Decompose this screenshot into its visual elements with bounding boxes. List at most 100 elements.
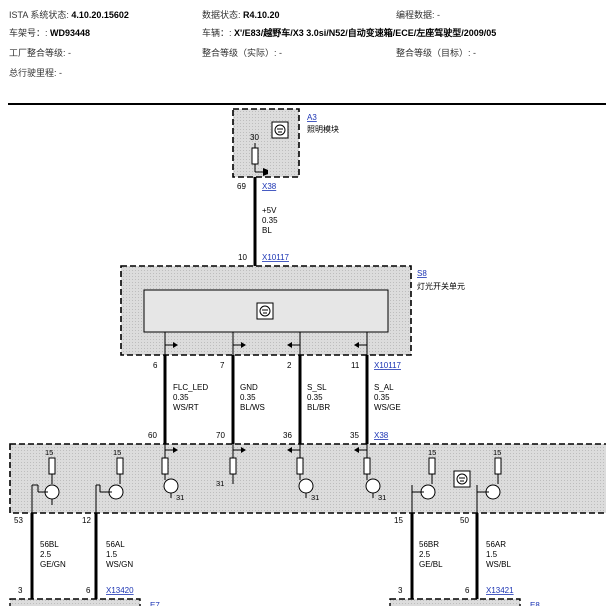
s8-ref-link[interactable]: S8 bbox=[417, 269, 427, 278]
wire-plus5v-color: BL bbox=[262, 226, 272, 235]
x38-pin-70: 70 bbox=[216, 431, 225, 440]
wire-56ar-name: 56AR bbox=[486, 540, 506, 549]
x38-bottom-link[interactable]: X38 bbox=[374, 431, 389, 440]
e8-ref-link[interactable]: E8 bbox=[530, 601, 540, 606]
input-stage-s-al: 31 bbox=[354, 444, 386, 502]
x10117-pin-6: 6 bbox=[153, 361, 158, 370]
factory-integration-level: 工厂整合等级: - bbox=[9, 46, 71, 59]
vehicle-value: X'/E83/越野车/X3 3.0si/N52/自动变速箱/ECE/左座驾驶型/… bbox=[234, 28, 497, 38]
a3-lighting-module-top: A3 照明模块 30 bbox=[232, 108, 339, 178]
x38-pin-69: 69 bbox=[237, 182, 246, 191]
transistor-56bl: 15 bbox=[31, 448, 60, 513]
a3-ref-link[interactable]: A3 bbox=[307, 113, 317, 122]
a3-resistor bbox=[251, 147, 259, 165]
a3-lighting-module-bottom: 15 15 31 bbox=[9, 443, 606, 514]
x10117-bottom-link[interactable]: X10117 bbox=[374, 361, 402, 370]
wire-56al-name: 56AL bbox=[106, 540, 125, 549]
x10117-pin-2: 2 bbox=[287, 361, 292, 370]
e7-component-box bbox=[9, 598, 141, 606]
wire-plus5v-label: +5V bbox=[262, 206, 277, 215]
programming-data: 编程数据: - bbox=[396, 8, 440, 21]
factory-integration-label: 工厂整合等级: - bbox=[9, 48, 71, 58]
wire-56al-size: 1.5 bbox=[106, 550, 118, 559]
vin: 车架号：: WD93448 bbox=[9, 26, 90, 39]
wire-gnd-size: 0.35 bbox=[240, 393, 256, 402]
wire-flc-led-name: FLC_LED bbox=[173, 383, 208, 392]
x38-top-link[interactable]: X38 bbox=[262, 182, 277, 191]
pin15-right2: 15 bbox=[493, 448, 501, 457]
out-pin-53: 53 bbox=[14, 516, 23, 525]
a3-box bbox=[232, 108, 300, 178]
integration-actual: 整合等级（实际）: - bbox=[202, 46, 282, 59]
x13421-link[interactable]: X13421 bbox=[486, 586, 514, 595]
transistor-56ar: 15 bbox=[476, 448, 502, 513]
x10117-top-link[interactable]: X10117 bbox=[262, 253, 290, 262]
wire-56br-size: 2.5 bbox=[419, 550, 431, 559]
e7-ref-link[interactable]: E7 bbox=[150, 601, 160, 606]
x10117-pin-7: 7 bbox=[220, 361, 225, 370]
s8-name: 灯光开关单元 bbox=[417, 281, 465, 291]
wire-s-sl-name: S_SL bbox=[307, 383, 327, 392]
wire-s-al-name: S_AL bbox=[374, 383, 394, 392]
pin15-left1: 15 bbox=[45, 448, 53, 457]
s8-module-icon bbox=[256, 302, 274, 320]
wire-56bl-color: GE/GN bbox=[40, 560, 66, 569]
x38-pin-35: 35 bbox=[350, 431, 359, 440]
a3-lower-module-icon bbox=[453, 470, 471, 488]
wire-s-sl-color: BL/BR bbox=[307, 403, 330, 412]
x10117-pin-11: 11 bbox=[351, 361, 360, 370]
out-pin-15: 15 bbox=[394, 516, 403, 525]
data-status-value: R4.10.20 bbox=[243, 10, 280, 20]
total-mileage: 总行驶里程: - bbox=[9, 66, 62, 79]
wire-s-al-size: 0.35 bbox=[374, 393, 390, 402]
a3-name: 照明模块 bbox=[307, 124, 339, 134]
wire-56al-color: WS/GN bbox=[106, 560, 133, 569]
vehicle: 车辆：: X'/E83/越野车/X3 3.0si/N52/自动变速箱/ECE/左… bbox=[202, 26, 496, 39]
out-pin-12: 12 bbox=[82, 516, 91, 525]
wire-gnd-color: BL/WS bbox=[240, 403, 265, 412]
ista-status-value: 4.10.20.15602 bbox=[71, 10, 129, 20]
wire-56bl-size: 2.5 bbox=[40, 550, 52, 559]
out-pin-50: 50 bbox=[460, 516, 469, 525]
x13420-pin-3: 3 bbox=[18, 586, 23, 595]
pin15-right1: 15 bbox=[428, 448, 436, 457]
vin-value: WD93448 bbox=[50, 28, 91, 38]
input-stage-s-sl: 31 bbox=[287, 444, 319, 502]
wire-s-sl-size: 0.35 bbox=[307, 393, 323, 402]
x38-pin-60: 60 bbox=[148, 431, 157, 440]
wire-flc-led-size: 0.35 bbox=[173, 393, 189, 402]
integration-target: 整合等级（目标）: - bbox=[396, 46, 476, 59]
transistor-56br: 15 bbox=[411, 448, 436, 513]
x13420-pin-6: 6 bbox=[86, 586, 91, 595]
s8-light-switch-unit: S8 灯光开关单元 bbox=[120, 265, 465, 356]
a3-lower-box bbox=[9, 443, 606, 514]
pin15-left2: 15 bbox=[113, 448, 121, 457]
vehicle-label: 车辆：: bbox=[202, 28, 232, 38]
a3-module-icon bbox=[271, 121, 289, 139]
total-mileage-label: 总行驶里程: - bbox=[9, 68, 62, 78]
data-status-label: 数据状态: bbox=[202, 10, 241, 20]
e8-component-box bbox=[389, 598, 521, 606]
wire-56br-name: 56BR bbox=[419, 540, 439, 549]
ista-status: ISTA 系统状态: 4.10.20.15602 bbox=[9, 8, 129, 21]
wire-flc-led-color: WS/RT bbox=[173, 403, 199, 412]
programming-data-label: 编程数据: - bbox=[396, 10, 440, 20]
x10117-pin-10: 10 bbox=[238, 253, 247, 262]
x13421-pin-6: 6 bbox=[465, 586, 470, 595]
pin31-gnd: 31 bbox=[216, 479, 224, 488]
wire-plus5v-size: 0.35 bbox=[262, 216, 278, 225]
a3-pin-30: 30 bbox=[250, 133, 259, 142]
header-separator bbox=[8, 103, 606, 105]
pin31-s-sl: 31 bbox=[311, 493, 319, 502]
transistor-56al: 15 bbox=[95, 448, 124, 513]
wire-s-al-color: WS/GE bbox=[374, 403, 401, 412]
pin31-s-al: 31 bbox=[378, 493, 386, 502]
data-status: 数据状态: R4.10.20 bbox=[202, 8, 280, 21]
info-header: ISTA 系统状态: 4.10.20.15602 数据状态: R4.10.20 … bbox=[0, 0, 606, 104]
ista-status-label: ISTA 系统状态: bbox=[9, 10, 69, 20]
x13421-pin-3: 3 bbox=[398, 586, 403, 595]
input-stage-flc: 31 bbox=[161, 444, 184, 502]
integration-target-label: 整合等级（目标）: - bbox=[396, 48, 476, 58]
wire-56br-color: GE/BL bbox=[419, 560, 443, 569]
x13420-link[interactable]: X13420 bbox=[106, 586, 134, 595]
